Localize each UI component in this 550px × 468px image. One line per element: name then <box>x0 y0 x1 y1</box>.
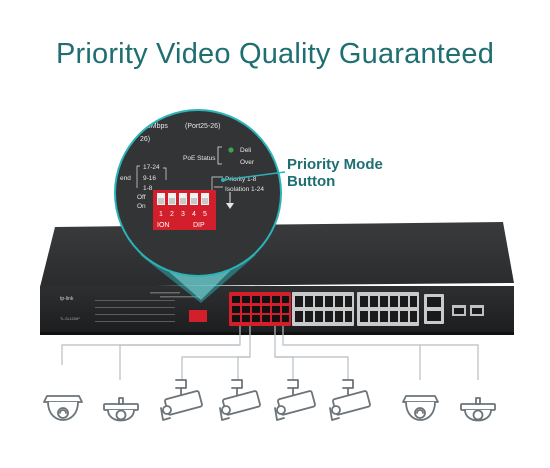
zoom-speed: 00Mbps <box>143 123 168 130</box>
dip-number-4: 4 <box>192 211 196 218</box>
status-led-green <box>228 147 234 153</box>
bullet-camera-icon <box>160 379 203 421</box>
bullet-camera-icon <box>219 379 261 421</box>
priority-text: Priority 1-8 <box>225 176 257 183</box>
bullet-camera-icon <box>274 379 316 421</box>
zoom-left-text: end <box>120 175 131 182</box>
dip-number-2: 2 <box>170 211 174 218</box>
zoom-sub: 26) <box>140 136 150 143</box>
connection-lines <box>61 326 479 380</box>
device-dip-switch[interactable] <box>189 310 207 322</box>
on-label: On <box>137 203 146 210</box>
dip-number-3: 3 <box>181 211 185 218</box>
range-1-8: 1-8 <box>143 185 153 192</box>
bullet-camera-icon <box>329 379 371 421</box>
dome-camera-icon <box>43 395 83 421</box>
dome-camera-icon <box>103 397 139 422</box>
poe-status-label: PoE Status <box>183 155 216 162</box>
range-17-24: 17-24 <box>143 164 160 171</box>
dip-number-1: 1 <box>159 211 163 218</box>
callout-label-line2: Button <box>287 173 336 190</box>
dome-camera-icon <box>460 397 496 422</box>
off-label: Off <box>137 194 146 201</box>
zoom-port: (Port25-26) <box>185 123 220 130</box>
dip-label: DIP <box>193 222 205 229</box>
callout-label-line1: Priority Mode <box>287 156 383 173</box>
isolation-text: Isolation 1-24 <box>225 186 264 193</box>
led-panel <box>95 300 175 322</box>
zoom-deliver: Deli <box>240 147 251 154</box>
brand-logo: tp-link <box>60 296 74 302</box>
dome-camera-icon <box>402 395 439 421</box>
headline: Priority Video Quality Guaranteed <box>55 38 495 70</box>
callout-pointer <box>222 171 286 181</box>
model-name: TL-SL1226P <box>60 317 80 321</box>
switch-top <box>40 222 514 287</box>
zoom-over: Over <box>240 159 255 166</box>
range-9-16: 9-16 <box>143 175 156 182</box>
dip-on-label: ION <box>157 222 169 229</box>
dip-number-5: 5 <box>203 211 207 218</box>
